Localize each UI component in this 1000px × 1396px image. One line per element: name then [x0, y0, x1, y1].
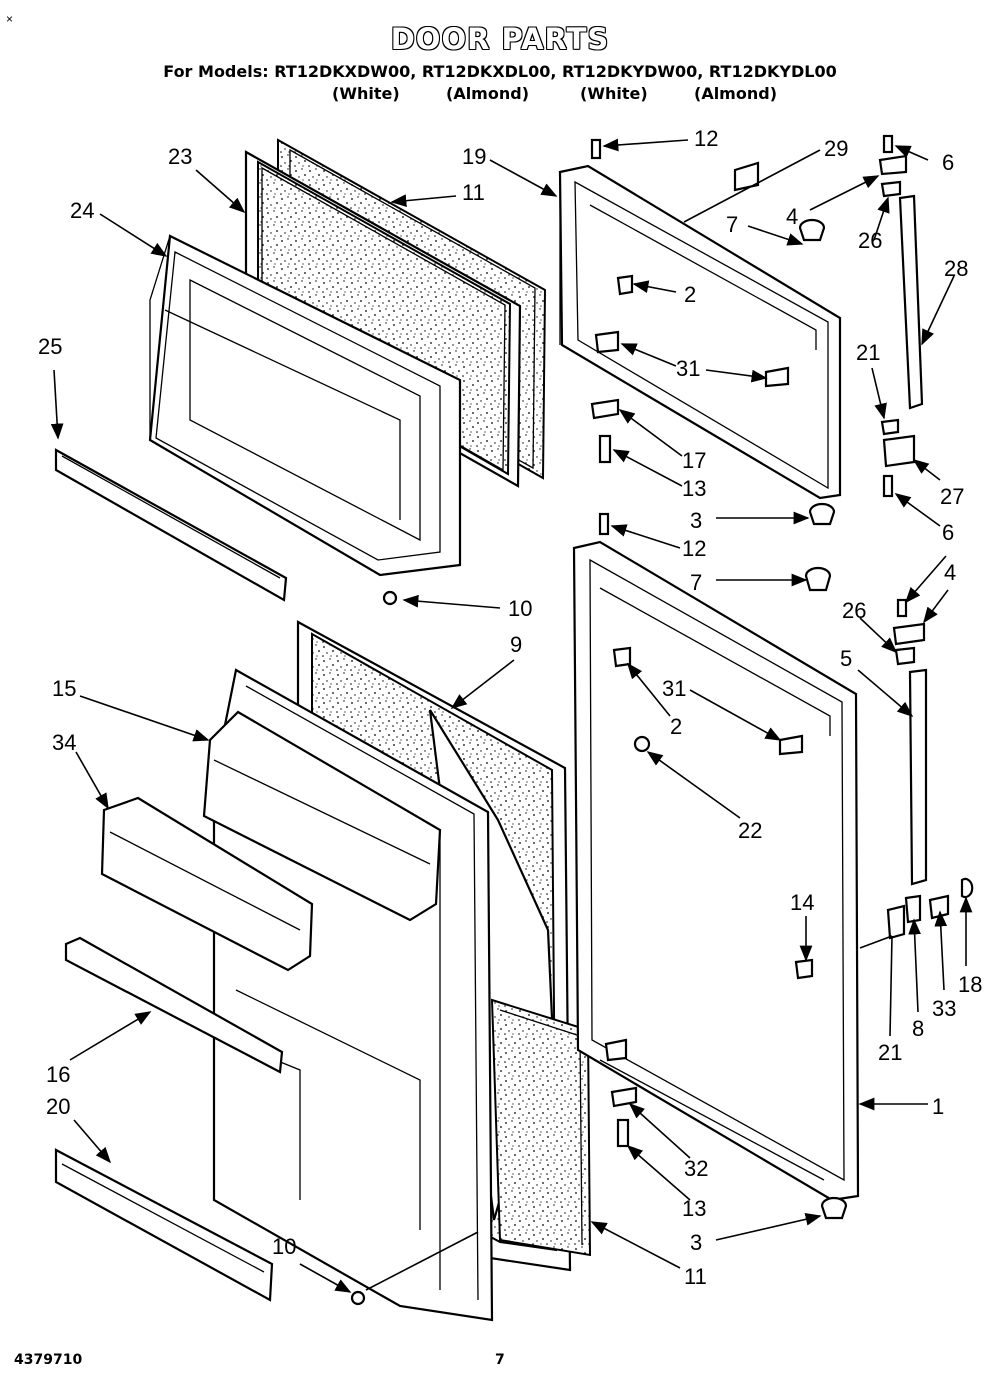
page-number: 7: [495, 1352, 505, 1368]
callout-29: 29: [824, 136, 848, 161]
callout-20: 20: [46, 1094, 70, 1119]
callout-9: 9: [510, 632, 522, 657]
color-label-4: (Almond): [694, 84, 777, 103]
fresh-food-shelf-15: [202, 710, 442, 922]
callout-14: 14: [790, 890, 814, 915]
color-label-2: (Almond): [446, 84, 529, 103]
callout-2-lower: 2: [670, 714, 682, 739]
freezer-door-liner-24: [148, 234, 462, 577]
fresh-food-screw-10: [350, 1290, 366, 1306]
callout-13-lower: 13: [682, 1196, 706, 1221]
lower-hinge-stack: [886, 598, 974, 940]
callout-12-lower: 12: [682, 536, 706, 561]
shelf-rail-16: [64, 936, 284, 1074]
color-label-1: (White): [332, 84, 400, 103]
callout-10-upper: 10: [508, 596, 532, 621]
freezer-door-rail-25: [54, 448, 288, 602]
callout-2-upper: 2: [684, 282, 696, 307]
fresh-food-hinge-parts: [598, 512, 848, 1220]
leader-lines: [50, 138, 973, 1293]
freezer-screw-10: [382, 590, 398, 606]
callout-21-top: 21: [856, 340, 880, 365]
callout-21-lower: 21: [878, 1040, 902, 1065]
callout-3-upper: 3: [690, 508, 702, 533]
fresh-food-gasket-11: [490, 998, 592, 1257]
callout-31-upper: 31: [676, 356, 700, 381]
callout-28: 28: [944, 256, 968, 281]
callout-1: 1: [932, 1094, 944, 1119]
callout-26-top: 26: [858, 228, 882, 253]
dairy-door-34: [100, 796, 314, 972]
upper-hinge-stack: [878, 134, 924, 498]
callout-31-lower: 31: [662, 676, 686, 701]
page-title: DOOR PARTS: [390, 22, 610, 56]
callout-3-lower: 3: [690, 1230, 702, 1255]
callout-11-upper: 11: [462, 180, 485, 205]
callout-16: 16: [46, 1062, 70, 1087]
callout-19: 19: [462, 144, 486, 169]
callout-10-lower: 10: [272, 1234, 296, 1259]
callout-24: 24: [70, 198, 94, 223]
callout-numbers: 23 11 24 25 10 19 12 29 7 2 31 17 13 3 6…: [38, 126, 982, 1289]
callout-4-lower: 4: [944, 560, 956, 585]
callout-11-lower: 11: [684, 1264, 707, 1289]
document-number: 4379710: [14, 1352, 83, 1368]
callout-7-upper: 7: [726, 212, 738, 237]
callout-25: 25: [38, 334, 62, 359]
callout-34: 34: [52, 730, 76, 755]
callout-8: 8: [912, 1016, 924, 1041]
callout-6-middle: 6: [942, 520, 954, 545]
callout-5: 5: [840, 646, 852, 671]
callout-4-top: 4: [786, 204, 798, 229]
callout-33: 33: [932, 996, 956, 1021]
callout-6-top: 6: [942, 150, 954, 175]
callout-12-upper: 12: [694, 126, 718, 151]
models-line: For Models: RT12DKXDW00, RT12DKXDL00, RT…: [163, 62, 837, 81]
callout-18: 18: [958, 972, 982, 997]
callout-27: 27: [940, 484, 964, 509]
callout-32: 32: [684, 1156, 708, 1181]
callout-26-lower: 26: [842, 598, 866, 623]
callout-22: 22: [738, 818, 762, 843]
freezer-outer-door-19: [558, 164, 842, 500]
callout-23: 23: [168, 144, 192, 169]
callout-15: 15: [52, 676, 76, 701]
fresh-food-outer-door-1: [572, 540, 860, 1202]
callout-17: 17: [682, 448, 706, 473]
shelf-rail-20: [54, 1148, 274, 1302]
color-label-3: (White): [580, 84, 648, 103]
callout-13-upper: 13: [682, 476, 706, 501]
callout-7-lower: 7: [690, 570, 702, 595]
corner-mark: ×: [6, 12, 14, 26]
